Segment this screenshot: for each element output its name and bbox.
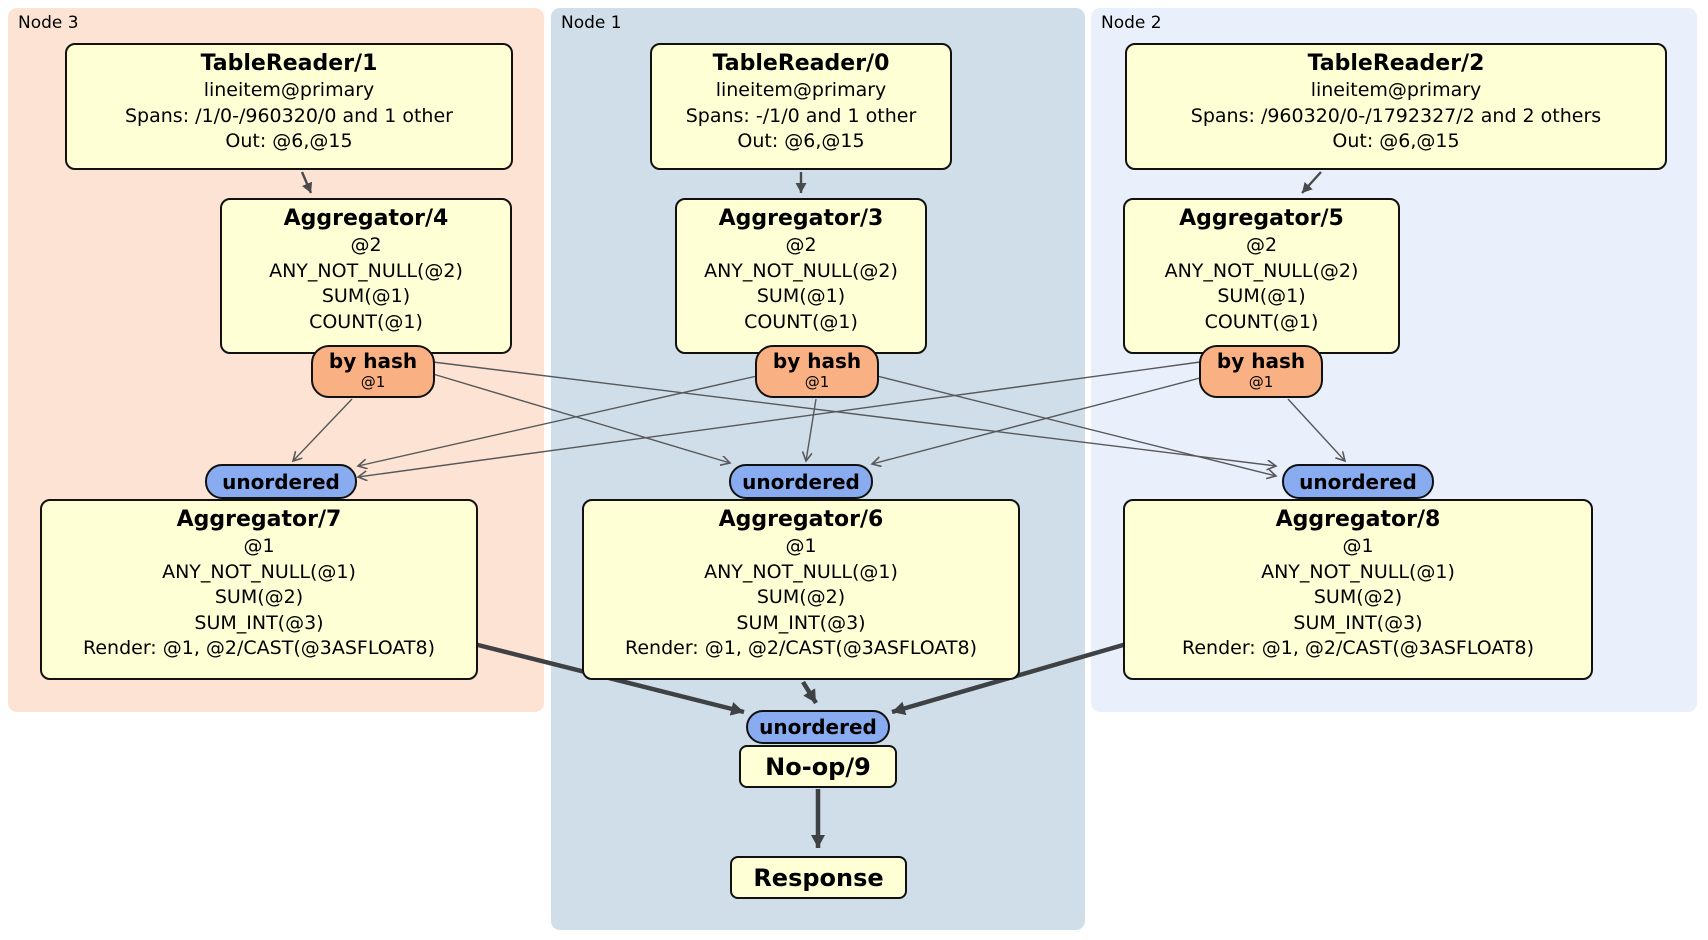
processor-line: COUNT(@1) <box>744 310 858 333</box>
processor-aggregator-3: Aggregator/3 @2 ANY_NOT_NULL(@2) SUM(@1)… <box>675 198 927 354</box>
processor-line: Out: @6,@15 <box>737 130 865 152</box>
region-node3-label: Node 3 <box>18 13 79 33</box>
processor-line: SUM_INT(@3) <box>1293 611 1423 634</box>
router-label: by hash <box>1216 349 1306 373</box>
router-sublabel: @1 <box>804 373 830 391</box>
processor-line: @2 <box>785 234 817 256</box>
router-sublabel: @1 <box>1248 373 1274 391</box>
processor-title: Aggregator/6 <box>718 507 884 532</box>
processor-line: SUM_INT(@3) <box>736 611 866 634</box>
processor-line: @1 <box>243 535 275 557</box>
processor-title: TableReader/1 <box>200 51 378 76</box>
processor-line: SUM(@2) <box>214 586 304 608</box>
processor-line: Render: @1, @2/CAST(@3ASFLOAT8) <box>83 637 435 659</box>
processor-line: Out: @6,@15 <box>225 130 353 152</box>
processor-title: Aggregator/8 <box>1275 507 1441 532</box>
router-label: by hash <box>328 349 418 373</box>
processor-line: ANY_NOT_NULL(@2) <box>1164 259 1359 282</box>
router-by-hash-node3: by hash @1 <box>311 345 435 398</box>
processor-line: @2 <box>1245 234 1278 256</box>
processor-line: lineitem@primary <box>1310 79 1482 101</box>
processor-tablereader-1: TableReader/1 lineitem@primary Spans: /1… <box>65 43 513 170</box>
router-by-hash-node1: by hash @1 <box>755 345 879 398</box>
router-label: by hash <box>772 349 862 373</box>
processor-line: SUM_INT(@3) <box>194 611 324 634</box>
processor-aggregator-4: Aggregator/4 @2 ANY_NOT_NULL(@2) SUM(@1)… <box>220 198 512 354</box>
processor-tablereader-2: TableReader/2 lineitem@primary Spans: /9… <box>1125 43 1667 170</box>
processor-line: SUM(@2) <box>1313 586 1403 608</box>
processor-line: COUNT(@1) <box>309 310 423 333</box>
processor-line: Render: @1, @2/CAST(@3ASFLOAT8) <box>1182 637 1534 659</box>
processor-line: ANY_NOT_NULL(@1) <box>1261 560 1455 583</box>
processor-line: ANY_NOT_NULL(@2) <box>704 259 898 282</box>
processor-line: SUM(@1) <box>1217 285 1306 307</box>
processor-title: Aggregator/4 <box>283 206 449 231</box>
processor-aggregator-7: Aggregator/7 @1 ANY_NOT_NULL(@1) SUM(@2)… <box>40 499 478 680</box>
processor-aggregator-6: Aggregator/6 @1 ANY_NOT_NULL(@1) SUM(@2)… <box>582 499 1020 680</box>
processor-line: ANY_NOT_NULL(@2) <box>269 259 463 282</box>
processor-line: @1 <box>1342 535 1374 557</box>
sync-unordered-node2: unordered <box>1282 464 1434 499</box>
processor-line: Out: @6,@15 <box>1332 130 1460 152</box>
processor-line: lineitem@primary <box>203 79 375 101</box>
processor-title: Aggregator/5 <box>1179 206 1344 231</box>
processor-line: SUM(@1) <box>321 285 411 307</box>
sync-unordered-node1: unordered <box>729 464 873 499</box>
processor-line: @1 <box>785 535 817 557</box>
processor-response: Response <box>730 856 907 899</box>
processor-noop-9: No-op/9 <box>739 745 897 788</box>
sync-unordered-node3: unordered <box>205 464 357 499</box>
processor-aggregator-8: Aggregator/8 @1 ANY_NOT_NULL(@1) SUM(@2)… <box>1123 499 1593 680</box>
processor-line: ANY_NOT_NULL(@1) <box>162 560 356 583</box>
sync-unordered-final: unordered <box>746 710 890 744</box>
processor-line: ANY_NOT_NULL(@1) <box>704 560 898 583</box>
processor-line: Spans: /1/0-/960320/0 and 1 other <box>125 104 453 127</box>
processor-line: Spans: -/1/0 and 1 other <box>685 104 917 127</box>
region-node2-label: Node 2 <box>1101 13 1162 33</box>
router-by-hash-node2: by hash @1 <box>1199 345 1323 398</box>
processor-aggregator-5: Aggregator/5 @2 ANY_NOT_NULL(@2) SUM(@1)… <box>1123 198 1400 354</box>
processor-title: TableReader/2 <box>1307 51 1485 76</box>
processor-line: Render: @1, @2/CAST(@3ASFLOAT8) <box>625 637 977 659</box>
router-sublabel: @1 <box>360 373 386 391</box>
processor-line: SUM(@2) <box>756 586 846 608</box>
processor-line: lineitem@primary <box>715 79 887 101</box>
processor-title: Aggregator/7 <box>176 507 342 532</box>
processor-tablereader-0: TableReader/0 lineitem@primary Spans: -/… <box>650 43 952 170</box>
processor-line: COUNT(@1) <box>1204 310 1319 333</box>
processor-line: @2 <box>350 234 382 256</box>
processor-title: TableReader/0 <box>712 51 890 76</box>
processor-title: Aggregator/3 <box>718 206 884 231</box>
region-node1-label: Node 1 <box>561 13 622 33</box>
processor-line: Spans: /960320/0-/1792327/2 and 2 others <box>1190 104 1602 127</box>
processor-line: SUM(@1) <box>756 285 846 307</box>
